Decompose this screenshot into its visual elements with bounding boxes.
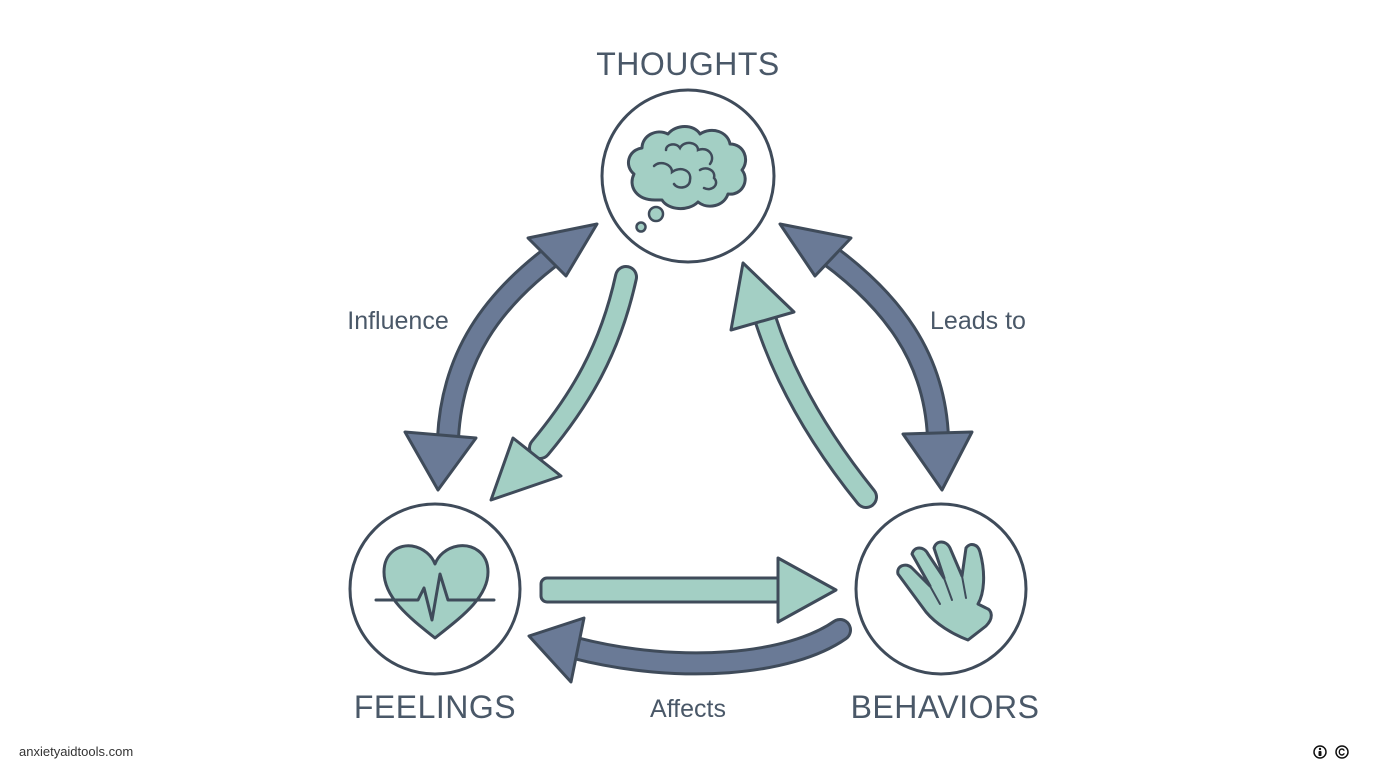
node-title-feelings: FEELINGS — [354, 689, 516, 725]
node-title-thoughts: THOUGHTS — [596, 46, 780, 82]
attribution-icon — [1313, 745, 1327, 759]
copyright-icon — [1335, 745, 1349, 759]
arrow-behaviors-to-feelings-navy — [527, 616, 852, 684]
brain-thought-bubble-icon — [626, 125, 747, 233]
edge-label-leads-to: Leads to — [930, 307, 1026, 335]
arrow-behaviors-to-thoughts-teal — [729, 261, 878, 509]
arrow-feelings-to-behaviors-teal — [539, 556, 838, 624]
arrow-thoughts-feelings-navy — [403, 222, 599, 492]
node-thoughts: THOUGHTS — [596, 46, 780, 264]
edge-label-influence: Influence — [347, 307, 448, 335]
hand-icon — [896, 540, 993, 642]
node-title-behaviors: BEHAVIORS — [851, 689, 1040, 725]
heartbeat-heart-icon — [374, 544, 496, 640]
arrow-thoughts-behaviors-navy — [778, 222, 974, 492]
node-behaviors: BEHAVIORS — [851, 502, 1040, 725]
edge-label-affects: Affects — [650, 695, 726, 723]
arrow-thoughts-to-feelings-teal — [489, 265, 638, 502]
source-credit: anxietyaidtools.com — [19, 744, 134, 759]
node-feelings: FEELINGS — [348, 502, 522, 725]
license-badges — [1313, 745, 1349, 759]
